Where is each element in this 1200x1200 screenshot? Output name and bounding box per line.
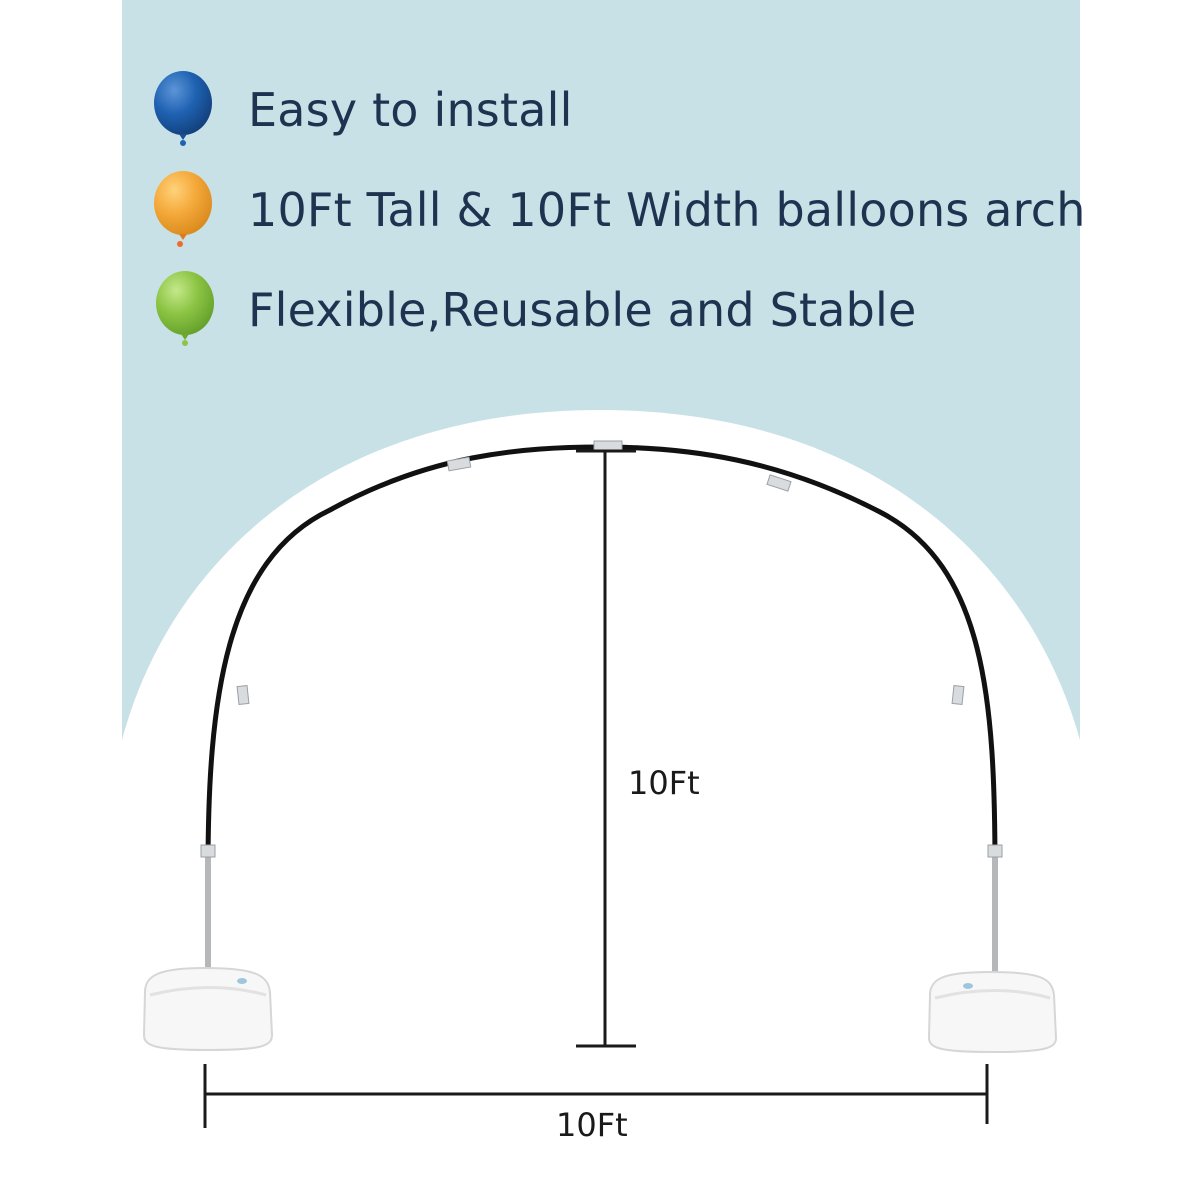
width-dimension-label: 10Ft (556, 1106, 628, 1144)
green-balloon-icon (156, 271, 214, 346)
right-base-weight (927, 970, 1058, 1054)
feature-label: Flexible,Reusable and Stable (248, 283, 917, 337)
feature-label: Easy to install (248, 83, 573, 137)
arch-frame (205, 444, 998, 975)
feature-item-size: 10Ft Tall & 10Ft Width balloons arch (150, 170, 1086, 250)
width-dimension-line (203, 1064, 989, 1128)
height-dimension-line (576, 449, 636, 1048)
height-dimension-label: 10Ft (628, 764, 700, 802)
arch-connectors (200, 440, 1003, 858)
left-base-weight (142, 966, 274, 1052)
feature-item-flexible: Flexible,Reusable and Stable (150, 270, 917, 350)
blue-balloon-icon (154, 71, 212, 146)
feature-label: 10Ft Tall & 10Ft Width balloons arch (248, 183, 1086, 237)
orange-balloon-icon (154, 171, 212, 247)
feature-item-easy-install: Easy to install (150, 70, 573, 150)
